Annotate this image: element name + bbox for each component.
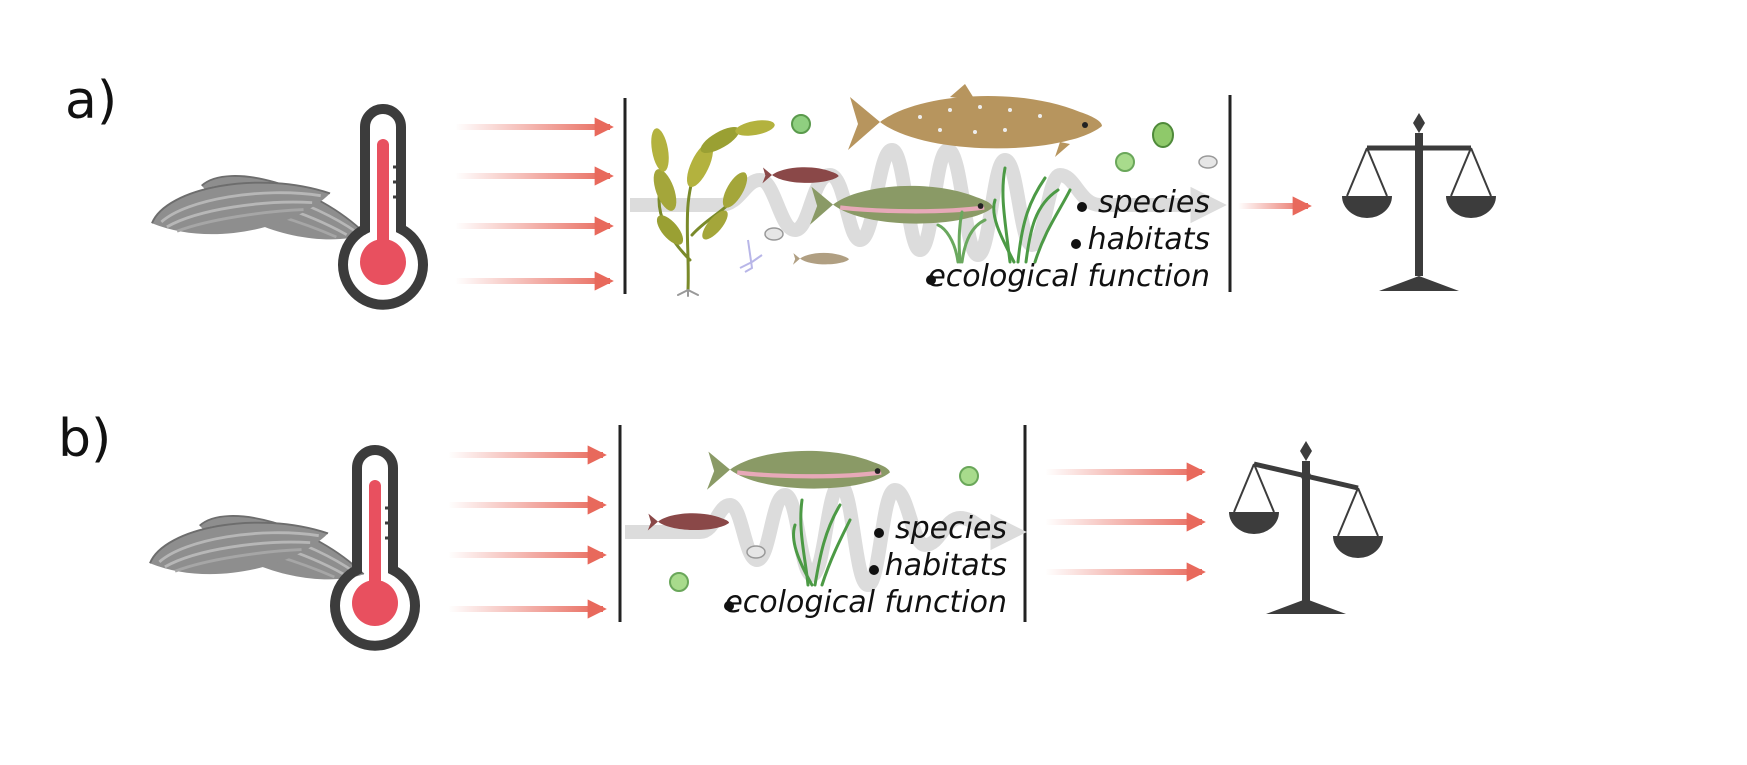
amphipod-icon bbox=[739, 239, 763, 273]
output-arrows bbox=[1044, 462, 1206, 582]
rainbow-trout-icon bbox=[706, 450, 890, 490]
variability-wave bbox=[630, 142, 1227, 263]
panel-label: b) bbox=[58, 409, 111, 469]
seagrass-icon bbox=[936, 166, 1072, 264]
bullet-dot bbox=[874, 528, 884, 538]
bullet-ecological-function: ecological function bbox=[927, 259, 1210, 294]
algae-cell-icon bbox=[1115, 152, 1135, 172]
rainbow-trout-icon bbox=[809, 185, 993, 225]
ecosystem-attributes-list: species habitats ecological function bbox=[926, 185, 1210, 294]
bullet-habitats: habitats bbox=[885, 548, 1007, 583]
bullet-dot bbox=[1077, 202, 1087, 212]
zooplankton-icon bbox=[746, 545, 766, 559]
seagrass-icon bbox=[792, 498, 852, 587]
algae-cell-icon bbox=[959, 466, 979, 486]
ecosystem-box: species habitats ecological function bbox=[623, 84, 1232, 297]
thermometer-icon bbox=[335, 450, 415, 646]
balance-scale-icon bbox=[1342, 113, 1496, 291]
kelp-icon bbox=[651, 120, 775, 297]
minnow-icon bbox=[792, 252, 849, 265]
thermometer-icon bbox=[343, 109, 423, 305]
zooplankton-icon bbox=[764, 227, 784, 241]
bullet-species: species bbox=[1098, 185, 1210, 220]
panel-b: b) bbox=[58, 409, 1383, 646]
mussel-icon bbox=[146, 159, 374, 259]
balance-scale-icon bbox=[1229, 441, 1383, 614]
euglena-icon bbox=[1152, 122, 1174, 148]
ecosystem-attributes-list: species habitats ecological function bbox=[724, 511, 1007, 620]
algae-cell-icon bbox=[669, 572, 689, 592]
input-arrows bbox=[447, 445, 607, 619]
bullet-habitats: habitats bbox=[1088, 222, 1210, 257]
panel-a: a) bbox=[65, 71, 1496, 305]
algae-cell-icon bbox=[791, 114, 811, 134]
ecosystem-box: species habitats ecological function bbox=[618, 425, 1027, 622]
lake-trout-icon bbox=[848, 84, 1102, 157]
bullet-dot bbox=[1071, 239, 1081, 249]
bullet-ecological-function: ecological function bbox=[724, 585, 1007, 620]
bullet-species: species bbox=[895, 511, 1007, 546]
zooplankton-icon bbox=[1198, 155, 1218, 169]
panel-label: a) bbox=[65, 71, 117, 131]
bullet-dot bbox=[926, 275, 936, 285]
bullet-dot bbox=[724, 601, 734, 611]
input-arrows bbox=[454, 117, 614, 291]
bullet-dot bbox=[869, 565, 879, 575]
